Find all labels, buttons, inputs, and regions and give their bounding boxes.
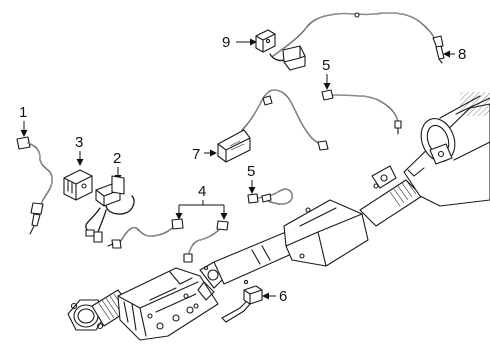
callout-5-lower-label: 5 <box>247 163 255 180</box>
callout-2-label: 2 <box>113 150 121 167</box>
callout-1-label: 1 <box>19 104 27 121</box>
callout-9: 9 <box>222 34 257 51</box>
control-module-part-3 <box>63 169 93 201</box>
exhaust-temp-sensor-part-1 <box>16 136 53 235</box>
fastener-details <box>193 207 311 309</box>
pressure-sensor-part-2 <box>85 175 135 243</box>
callout-5-upper: 5 <box>322 57 331 90</box>
callout-5-upper-label: 5 <box>322 57 330 74</box>
callout-6-label: 6 <box>279 288 287 305</box>
callout-3: 3 <box>75 134 84 166</box>
callout-3-label: 3 <box>75 134 83 151</box>
oxygen-sensor-part-4-left <box>107 218 184 249</box>
callout-9-label: 9 <box>222 34 230 51</box>
callout-8: 8 <box>443 46 466 63</box>
temperature-sensor-part-5-lower <box>247 188 294 205</box>
sensor-harness-part-8 <box>269 12 445 71</box>
callout-5-lower: 5 <box>247 163 256 194</box>
temperature-sensor-part-5-upper <box>321 89 402 135</box>
callout-7-label: 7 <box>192 146 200 163</box>
callout-7: 7 <box>192 146 217 163</box>
callout-1: 1 <box>19 104 28 137</box>
mounting-bracket-part-9 <box>255 29 276 53</box>
hanger-bracket-part-6 <box>221 285 263 323</box>
exhaust-pipe-assembly <box>67 92 490 341</box>
callout-4: 4 <box>175 183 228 220</box>
callout-8-label: 8 <box>458 46 466 63</box>
callout-6: 6 <box>262 288 287 305</box>
oxygen-sensor-part-4-right <box>183 220 229 263</box>
sensor-harness-part-7 <box>217 89 329 163</box>
callout-4-label: 4 <box>198 183 206 200</box>
